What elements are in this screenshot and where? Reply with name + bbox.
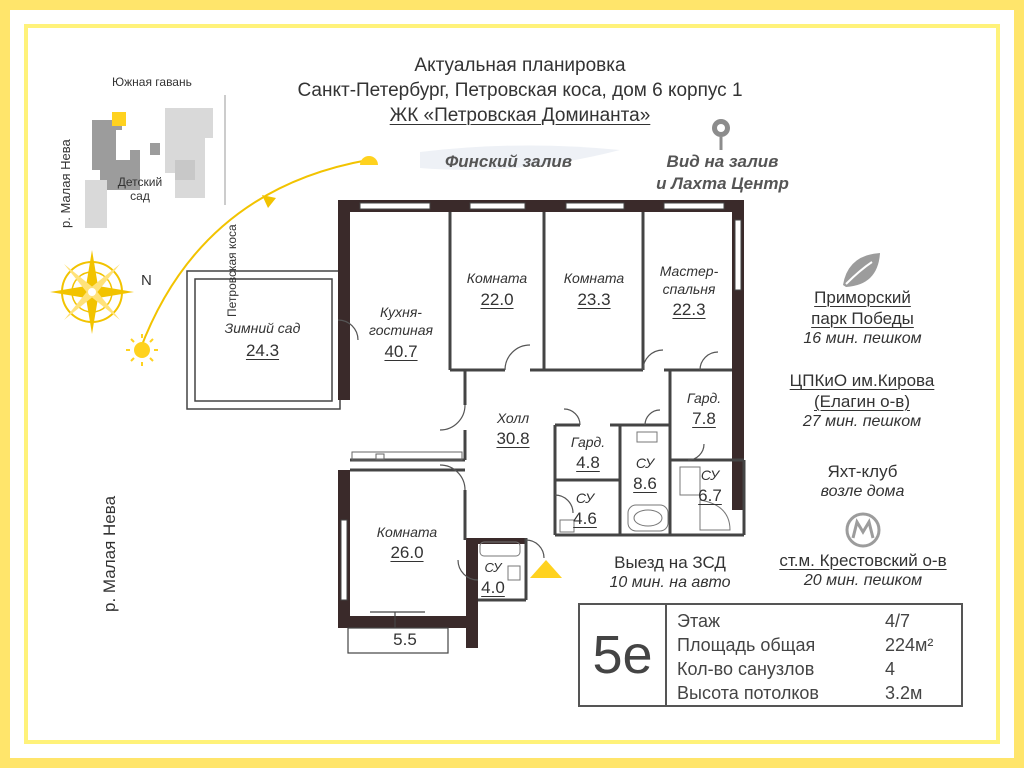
bath-fixtures <box>479 431 731 581</box>
wardrobe2-area: 7.8 <box>692 409 716 428</box>
bath4-label: СУ <box>484 560 502 575</box>
poi-cpkio-name-1[interactable]: ЦПКиО им.Кирова <box>789 371 935 390</box>
balcony <box>347 611 449 654</box>
poi-cpkio-time: 27 мин. пешком <box>802 413 922 430</box>
spec-label: Площадь общая <box>677 635 816 655</box>
kitchen-label-2: гостиная <box>369 322 433 338</box>
spec-value: 4 <box>885 659 896 679</box>
header-complex-link[interactable]: ЖК «Петровская Доминанта» <box>389 105 651 126</box>
spec-rows: Этаж 4/7 Площадь общая 224м² Кол-во санузл… <box>667 605 961 705</box>
bath4-area: 4.0 <box>481 578 505 597</box>
wardrobe1-area: 4.8 <box>576 453 600 472</box>
kitchen-label-1: Кухня- <box>380 304 422 320</box>
windows <box>340 202 742 601</box>
spec-table: 5е Этаж 4/7 Площадь общая 224м² Кол-во сан… <box>578 603 963 707</box>
compass-rose-icon <box>50 250 134 334</box>
room1-area: 22.0 <box>480 290 514 309</box>
winter-garden-area: 24.3 <box>245 341 280 360</box>
wardrobe2-label: Гард. <box>686 390 722 406</box>
map-malaya-neva-bottom: р. Малая Нева <box>100 495 119 612</box>
partitions <box>350 212 746 602</box>
bath2-label: СУ <box>700 467 720 483</box>
bath3-label: СУ <box>575 490 595 506</box>
header-title: Актуальная планировка <box>414 55 626 76</box>
master-label-1: Мастер- <box>659 263 719 279</box>
winter-garden-outline <box>186 270 341 410</box>
header-address: Санкт-Петербург, Петровская коса, дом 6 … <box>297 80 743 101</box>
poi-park-name-1[interactable]: Приморский <box>814 288 911 307</box>
leaf-icon <box>843 253 880 287</box>
poi-yacht-time: возле дома <box>820 483 905 500</box>
spec-label: Кол-во санузлов <box>677 659 815 679</box>
spec-value: 4/7 <box>885 611 911 631</box>
spec-value: 3.2м <box>885 683 923 703</box>
spec-label: Этаж <box>677 611 721 631</box>
spec-row-bathrooms: Кол-во санузлов 4 <box>677 657 951 681</box>
master-area: 22.3 <box>672 300 706 319</box>
sun-path-arrow-icon <box>262 195 276 208</box>
poi-yacht-name: Яхт-клуб <box>827 462 898 481</box>
map-malaya-neva-top: р. Малая Нева <box>58 139 73 228</box>
poi-park-time: 16 мин. пешком <box>803 330 922 347</box>
sunset-sun-icon <box>360 156 378 165</box>
spec-row-ceiling: Высота потолков 3.2м <box>677 681 951 705</box>
room1-label: Комната <box>466 270 528 286</box>
bath1-area: 8.6 <box>633 474 657 493</box>
sunrise-sun-icon <box>126 334 158 366</box>
entrance-marker <box>530 560 562 578</box>
winter-garden-label: Зимний сад <box>224 320 301 336</box>
spec-row-area: Площадь общая 224м² <box>677 633 951 657</box>
bath2-area: 6.7 <box>698 486 722 505</box>
poi-metro-time: 20 мин. пешком <box>803 572 923 589</box>
poi-park-name-2[interactable]: парк Победы <box>811 309 914 328</box>
spec-row-floor: Этаж 4/7 <box>677 609 951 633</box>
apartment-code: 5е <box>580 605 667 705</box>
spec-value: 224м² <box>885 635 934 655</box>
room2-label: Комната <box>563 270 625 286</box>
metro-icon <box>845 512 881 548</box>
location-pin-icon <box>712 119 730 150</box>
view-label-1: Вид на залив <box>666 152 779 171</box>
room2-area: 23.3 <box>577 290 611 309</box>
sun-path <box>139 159 369 351</box>
exit-title: Выезд на ЗСД <box>614 553 726 572</box>
gulf-label: Финский залив <box>445 152 573 171</box>
compass-north-label: N <box>141 272 152 289</box>
poi-cpkio-name-2[interactable]: (Елагин о-в) <box>814 392 910 411</box>
master-label-2: спальня <box>662 281 716 297</box>
poi-metro-name[interactable]: ст.м. Крестовский о-в <box>779 551 947 570</box>
exit-time: 10 мин. на авто <box>609 574 731 591</box>
map-petrovskaya-kosa: Петровская коса <box>225 224 239 317</box>
balcony-area: 5.5 <box>393 630 417 649</box>
kitchen-counter <box>351 451 463 461</box>
bath3-area: 4.6 <box>573 509 597 528</box>
door-swings <box>337 319 719 581</box>
spec-label: Высота потолков <box>677 683 819 703</box>
map-kindergarten: Детский сад <box>117 175 163 203</box>
bath1-label: СУ <box>635 455 655 471</box>
hall-label: Холл <box>496 410 530 426</box>
map-south-harbor: Южная гавань <box>112 75 192 89</box>
gulf-wave <box>420 145 620 170</box>
room3-area: 26.0 <box>390 543 424 562</box>
map-buildings <box>85 108 213 228</box>
room3-label: Комната <box>376 524 438 540</box>
kitchen-area: 40.7 <box>384 342 418 361</box>
wardrobe1-label: Гард. <box>570 434 606 450</box>
view-label-2: и Лахта Центр <box>656 174 789 193</box>
hall-area: 30.8 <box>496 429 530 448</box>
